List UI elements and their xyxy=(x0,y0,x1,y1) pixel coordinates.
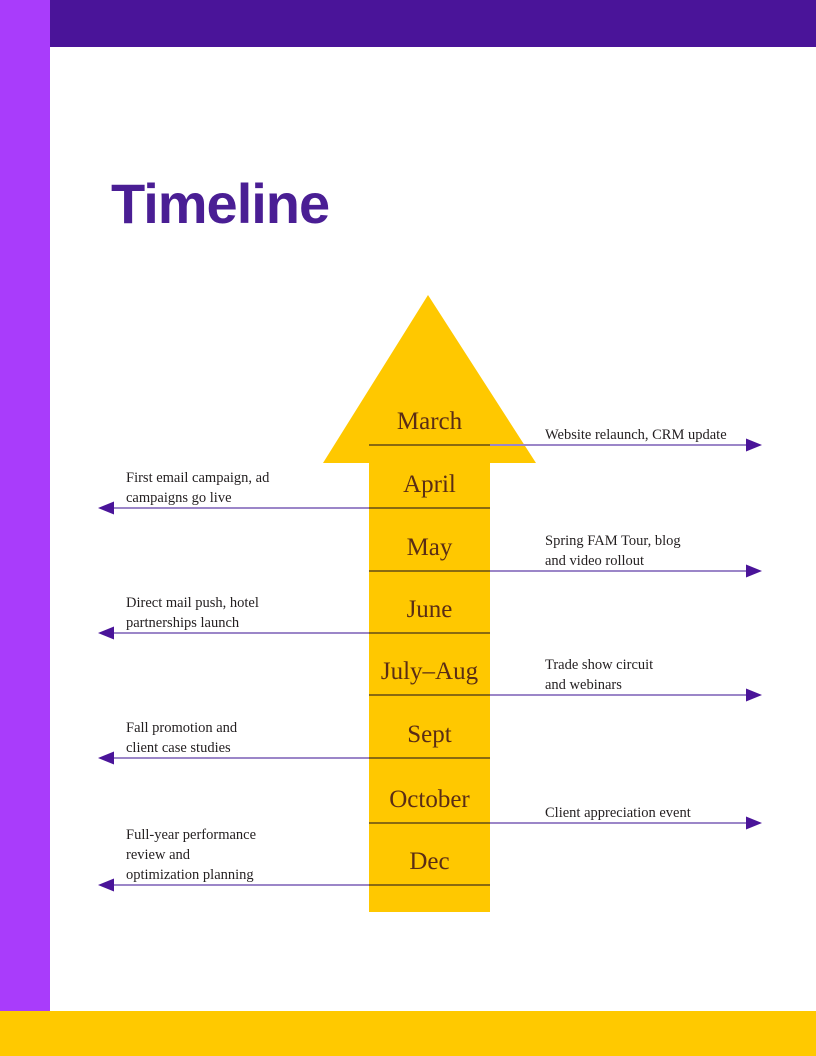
milestone-note: Direct mail push, hotel partnerships lau… xyxy=(126,595,259,631)
left-accent-bar xyxy=(0,0,50,1011)
arrowhead xyxy=(746,816,762,830)
milestone-note: Fall promotion and client case studies xyxy=(126,720,238,756)
arrow-left-icon xyxy=(98,626,490,640)
arrow-left-icon xyxy=(98,501,490,515)
milestone-period-label: May xyxy=(406,534,453,561)
arrowhead xyxy=(98,501,114,515)
arrowhead xyxy=(98,878,114,892)
arrowhead xyxy=(746,564,762,578)
arrow-right-icon xyxy=(369,564,762,578)
milestone-period-label: April xyxy=(403,471,456,498)
arrowhead xyxy=(98,751,114,765)
milestone-period-label: Sept xyxy=(407,721,452,748)
arrow-right-icon xyxy=(369,438,762,452)
milestone-period-label: March xyxy=(396,408,463,435)
arrowhead xyxy=(98,626,114,640)
arrow-right-icon xyxy=(369,688,762,702)
page-title: Timeline xyxy=(111,172,330,235)
arrow-right-icon xyxy=(369,816,762,830)
milestone-note: First email campaign, ad campaigns go li… xyxy=(126,470,270,506)
milestone-note: Trade show circuit and webinars xyxy=(545,657,654,693)
arrowhead xyxy=(746,438,762,452)
milestone-period-label: June xyxy=(406,596,453,623)
milestone-period-label: October xyxy=(389,786,470,813)
milestone-note: Full-year performance review and optimiz… xyxy=(126,827,257,883)
milestone-period-label: July–Aug xyxy=(380,658,479,685)
arrow-left-icon xyxy=(98,878,490,892)
arrowhead xyxy=(746,688,762,702)
bottom-accent-bar xyxy=(0,1011,816,1056)
milestone-note: Spring FAM Tour, blog and video rollout xyxy=(545,533,681,569)
milestone-note: Client appreciation event xyxy=(545,805,691,821)
milestone-note: Website relaunch, CRM update xyxy=(545,427,727,443)
milestone-period-label: Dec xyxy=(409,848,450,875)
arrow-left-icon xyxy=(98,751,490,765)
top-header-bar xyxy=(50,0,816,47)
